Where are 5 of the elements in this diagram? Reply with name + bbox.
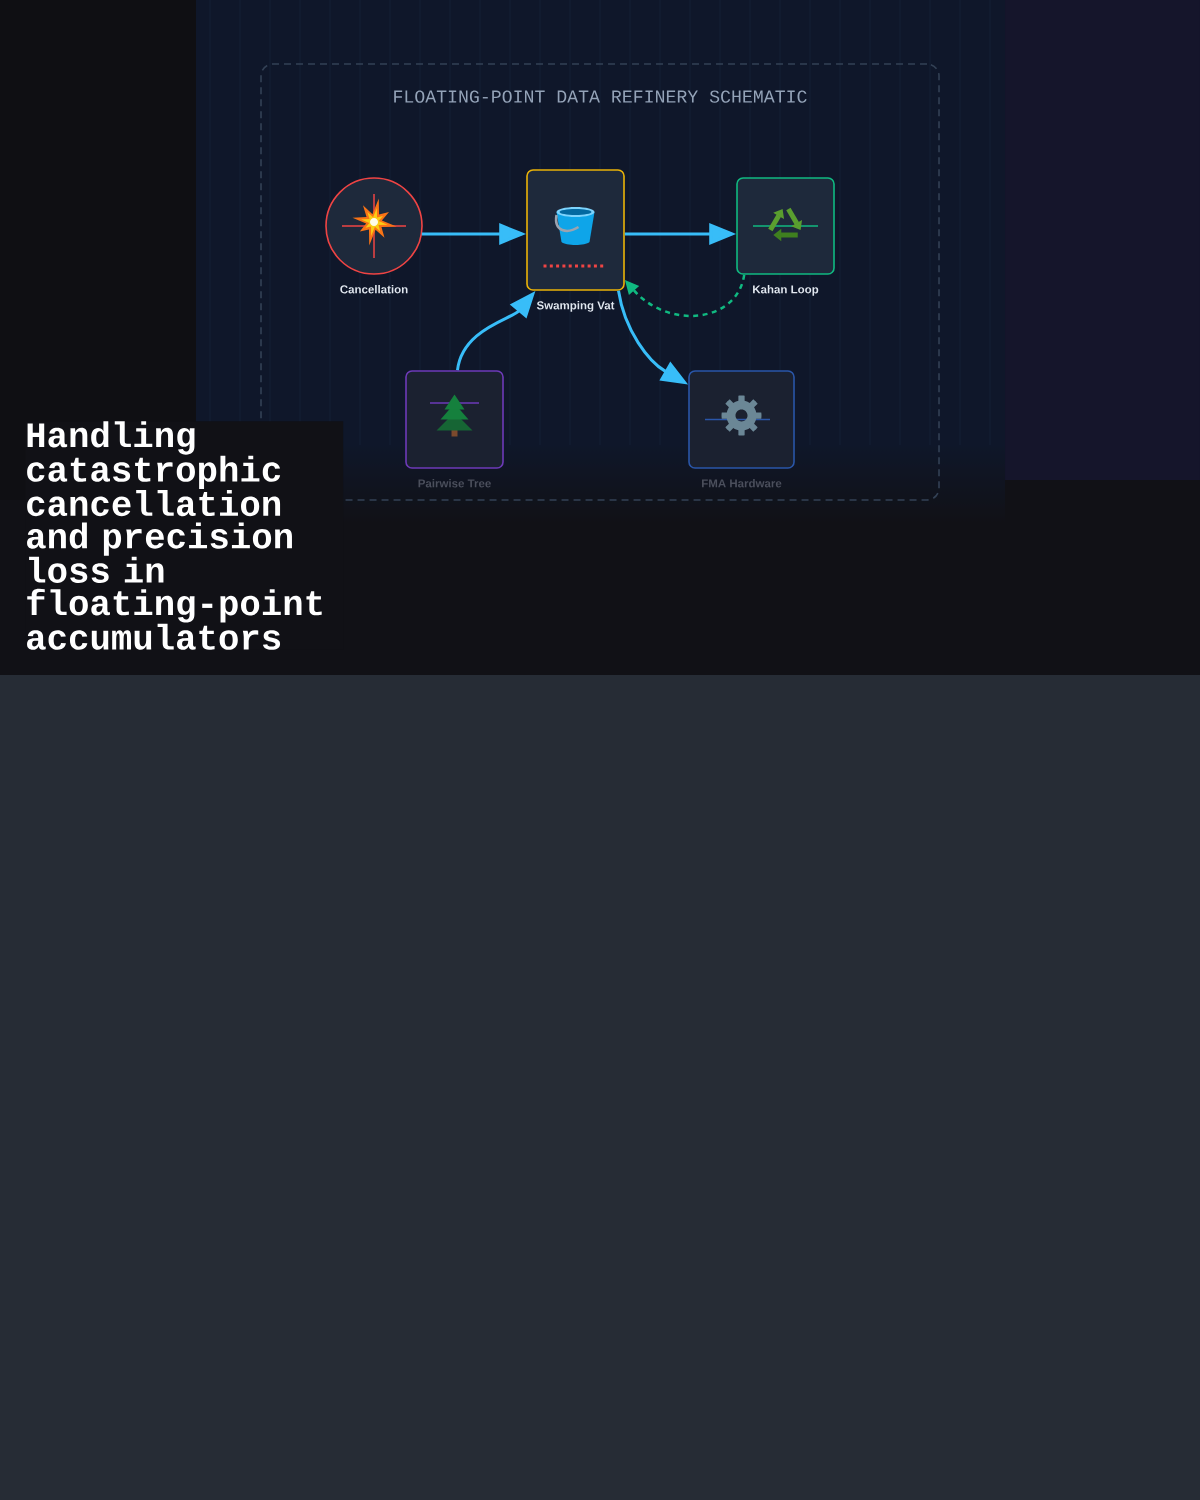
title: Handling catastrophic cancellation and precision loss in floating-point accumulators [25,421,344,650]
process-box: FMA Hardware [688,370,795,488]
circle-node: Cancellation [325,177,423,294]
process-box: Pairwise Tree [405,370,504,488]
process-box: Kahan Loop [736,177,835,296]
